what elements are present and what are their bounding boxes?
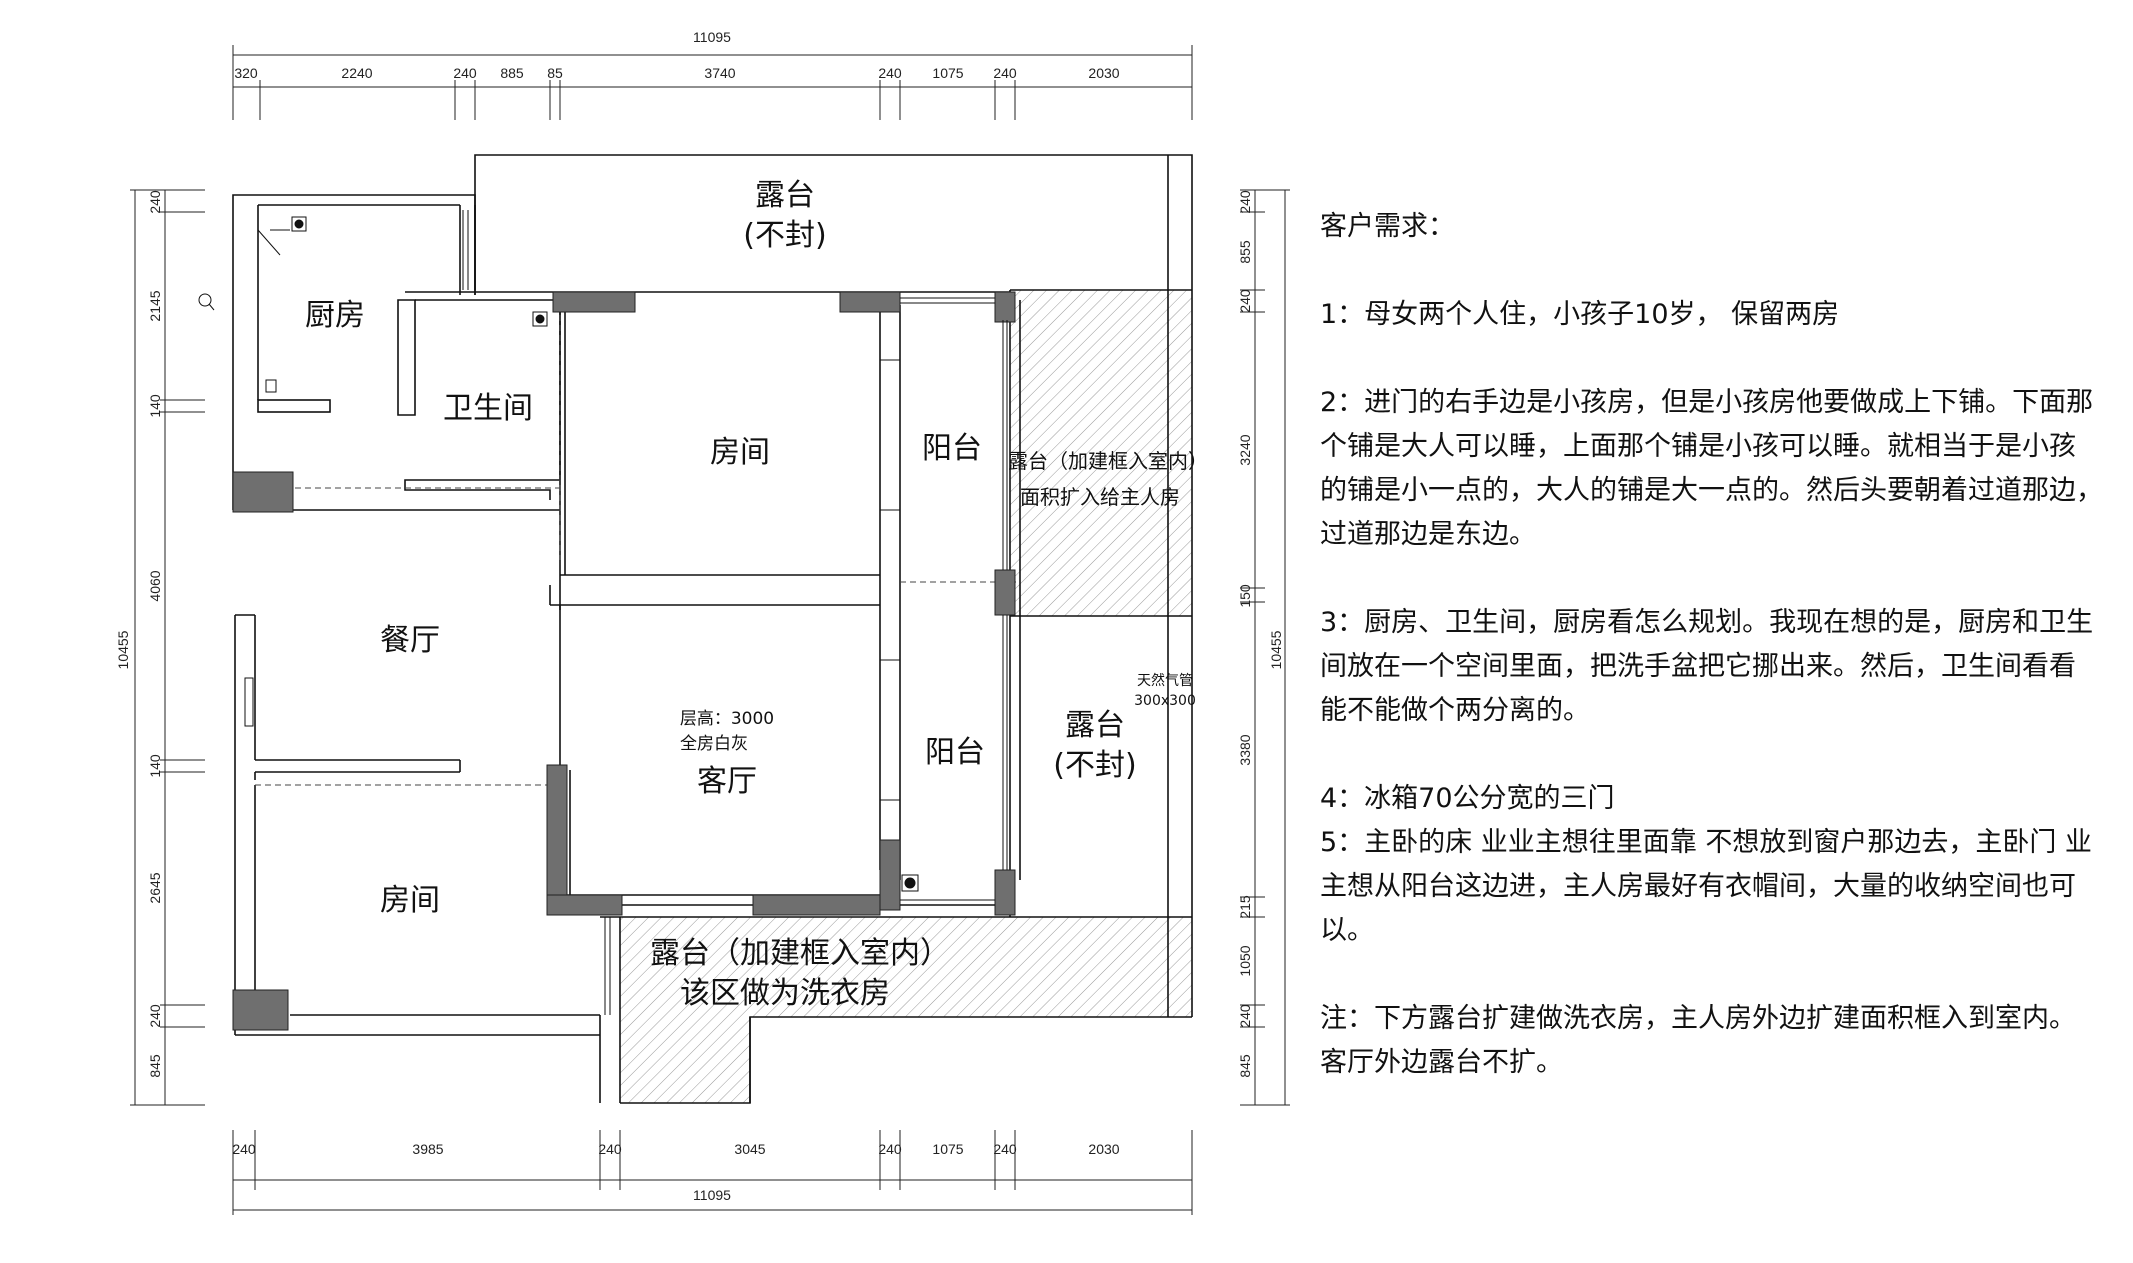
label-balcony-bottom: 阳台 <box>925 735 985 770</box>
dim-left-total: 10455 <box>115 630 131 669</box>
label-living-height: 层高：3000 <box>680 709 774 729</box>
label-terrace-right-bottom: 露台 <box>1065 708 1125 743</box>
requirement-1: 1：母女两个人住，小孩子10岁， 保留两房 <box>1320 293 2080 337</box>
requirement-line: 注：下方露台扩建做洗衣房，主人房外边扩建面积框入到室内。 <box>1320 1003 2076 1034</box>
requirement-note: 注：下方露台扩建做洗衣房，主人房外边扩建面积框入到室内。 客厅外边露台不扩。 <box>1320 997 2080 1085</box>
dim-left-7: 845 <box>147 1054 163 1078</box>
dim-bottom-0: 240 <box>232 1141 256 1157</box>
requirement-line: 个铺是大人可以睡，上面那个铺是小孩可以睡。就相当于是小孩 <box>1320 431 2076 462</box>
label-balcony-top: 阳台 <box>922 431 982 466</box>
dim-bottom-4: 240 <box>878 1141 902 1157</box>
dim-left-2: 140 <box>147 394 163 418</box>
label-terrace-top: 露台 <box>755 178 815 213</box>
dim-left-4: 140 <box>147 754 163 778</box>
client-requirements: 客户需求： 1：母女两个人住，小孩子10岁， 保留两房 2：进门的右手边是小孩房… <box>1320 205 2103 1129</box>
dim-bottom-total: 11095 <box>693 1187 731 1203</box>
requirement-line: 客厅外边露台不扩。 <box>1320 1047 1563 1078</box>
dim-right-5: 3380 <box>1237 734 1253 765</box>
dim-left-1: 2145 <box>147 290 163 321</box>
requirement-line: 2：进门的右手边是小孩房，但是小孩房他要做成上下铺。下面那 <box>1320 387 2094 418</box>
label-terrace-right-top-2: 面积扩入给主人房 <box>1020 485 1180 509</box>
dim-bottom-2: 240 <box>598 1141 622 1157</box>
label-terrace-right-bottom-note: (不封) <box>1053 748 1136 783</box>
dashed-lines <box>255 305 1020 786</box>
dim-top-6: 240 <box>878 65 902 81</box>
dim-right-total: 10455 <box>1268 630 1284 669</box>
dim-top-5: 3740 <box>704 65 735 81</box>
requirement-line: 1：母女两个人住，小孩子10岁， 保留两房 <box>1320 299 1840 330</box>
dim-right-3: 3240 <box>1237 434 1253 465</box>
dim-top-4: 85 <box>547 65 563 81</box>
label-living: 客厅 <box>697 764 757 799</box>
dim-right-9: 845 <box>1237 1054 1253 1078</box>
label-living-finish: 全房白灰 <box>680 734 748 754</box>
requirement-3: 3：厨房、卫生间，厨房看怎么规划。我现在想的是，厨房和卫生 间放在一个空间里面，… <box>1320 601 2094 733</box>
label-bedroom-top: 房间 <box>710 435 770 470</box>
requirement-line: 能不能做个两分离的。 <box>1320 695 1590 726</box>
dim-top-3: 885 <box>500 65 524 81</box>
dim-right-4: 150 <box>1237 584 1253 608</box>
dim-right-1: 855 <box>1237 240 1253 264</box>
dim-bottom-7: 2030 <box>1088 1141 1119 1157</box>
label-gas-pipe-2: 300x300 <box>1134 693 1196 709</box>
dim-left-6: 240 <box>147 1004 163 1028</box>
terrace-bottom-hatch <box>620 917 1192 1103</box>
dim-bottom-3: 3045 <box>734 1141 765 1157</box>
label-bedroom-bottom: 房间 <box>380 883 440 918</box>
dim-bottom-6: 240 <box>993 1141 1017 1157</box>
dim-top-7: 1075 <box>932 65 963 81</box>
dim-top-1: 2240 <box>341 65 372 81</box>
requirements-title: 客户需求： <box>1320 211 1455 242</box>
label-dining: 餐厅 <box>380 623 440 658</box>
requirement-line: 的铺是小一点的，大人的铺是大一点的。然后头要朝着过道那边， <box>1320 475 2103 506</box>
dim-bottom-5: 1075 <box>932 1141 963 1157</box>
dimension-lines <box>130 45 1290 1215</box>
dim-top-9: 2030 <box>1088 65 1119 81</box>
label-bathroom: 卫生间 <box>443 391 533 426</box>
requirement-2: 2：进门的右手边是小孩房，但是小孩房他要做成上下铺。下面那 个铺是大人可以睡，上… <box>1320 381 2103 557</box>
label-terrace-top-note: (不封) <box>743 218 826 253</box>
dim-top-0: 320 <box>234 65 258 81</box>
terrace-right-top-hatch <box>1010 290 1192 616</box>
requirement-line: 间放在一个空间里面，把洗手盆把它挪出来。然后，卫生间看看 <box>1320 651 2076 682</box>
dim-top-total: 11095 <box>693 29 731 45</box>
requirement-line: 5：主卧的床 业业主想往里面靠 不想放到窗户那边去，主卧门 业 <box>1320 827 2092 858</box>
dim-top-8: 240 <box>993 65 1017 81</box>
label-kitchen: 厨房 <box>305 298 365 333</box>
label-gas-pipe-1: 天然气管 <box>1137 672 1193 689</box>
label-terrace-right-top-1: 露台（加建框入室内） <box>1008 449 1208 473</box>
dim-left-0: 240 <box>147 190 163 214</box>
label-terrace-bottom-1: 露台（加建框入室内） <box>650 936 950 971</box>
requirement-line: 以。 <box>1320 915 1374 946</box>
windows <box>244 210 1008 1015</box>
dim-top-2: 240 <box>453 65 477 81</box>
floor-plan: 11095 320 2240 240 885 85 3740 240 1075 … <box>115 29 1290 1215</box>
label-terrace-bottom-2: 该区做为洗衣房 <box>680 976 890 1011</box>
requirement-line: 4：冰箱70公分宽的三门 <box>1320 783 1615 814</box>
dim-right-8: 240 <box>1237 1004 1253 1028</box>
dim-left-5: 2645 <box>147 872 163 903</box>
dim-right-0: 240 <box>1237 190 1253 214</box>
requirement-line: 主想从阳台这边进，主人房最好有衣帽间，大量的收纳空间也可 <box>1320 871 2076 902</box>
dim-right-2: 240 <box>1237 289 1253 313</box>
dim-left-3: 4060 <box>147 570 163 601</box>
fixture-symbols <box>198 216 919 892</box>
dim-bottom-1: 3985 <box>412 1141 443 1157</box>
dim-right-7: 1050 <box>1237 945 1253 976</box>
structural-columns <box>232 291 1016 1031</box>
requirement-line: 3：厨房、卫生间，厨房看怎么规划。我现在想的是，厨房和卫生 <box>1320 607 2094 638</box>
requirement-4-5: 4：冰箱70公分宽的三门 5：主卧的床 业业主想往里面靠 不想放到窗户那边去，主… <box>1320 777 2092 953</box>
dim-right-6: 215 <box>1237 895 1253 919</box>
requirement-line: 过道那边是东边。 <box>1320 519 1536 550</box>
